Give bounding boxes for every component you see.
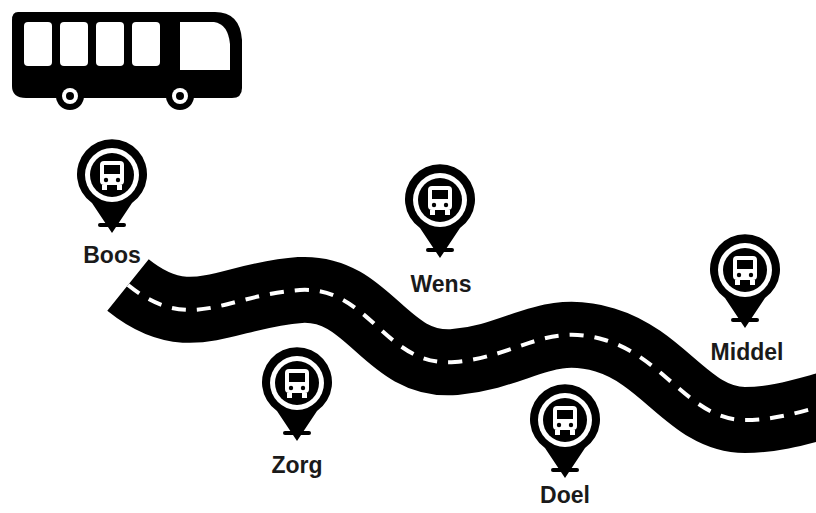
bus-stop-pins (77, 139, 780, 478)
stop-name: Boos (83, 244, 141, 267)
stop-name: Wens (411, 273, 472, 296)
winding-road (128, 285, 816, 420)
stop-name: Middel (711, 341, 784, 364)
stop-name: Doel (540, 484, 590, 507)
stop-name: Zorg (271, 454, 322, 477)
bus-icon (12, 12, 242, 110)
